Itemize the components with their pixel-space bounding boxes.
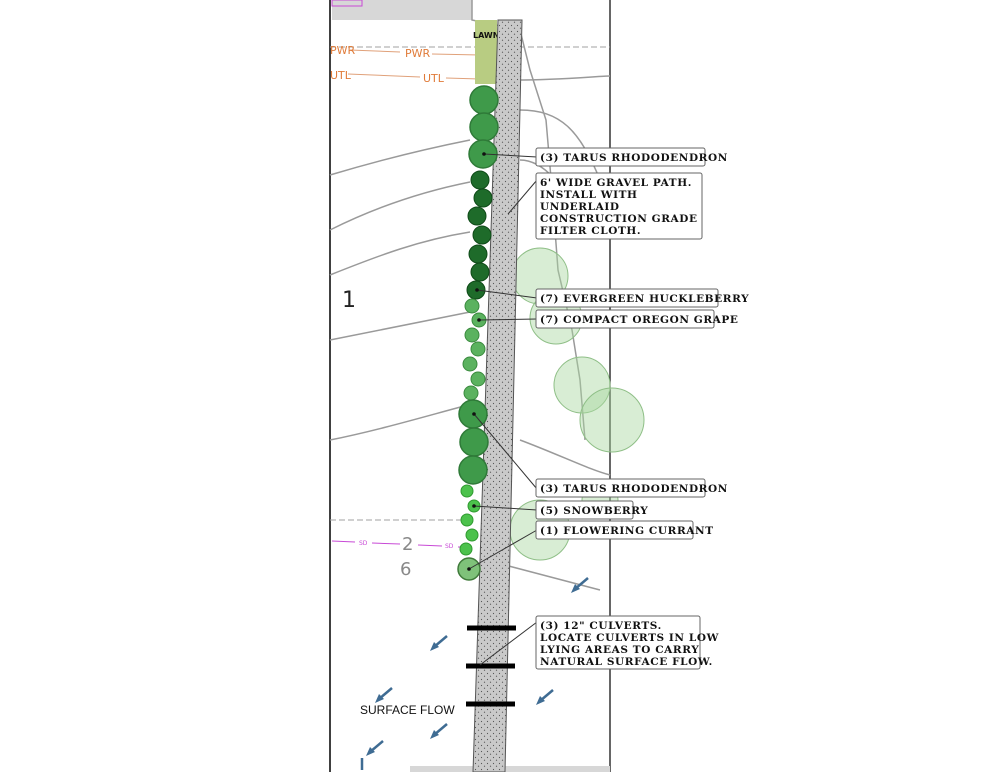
culverts	[466, 625, 516, 707]
power-line	[347, 49, 481, 80]
property-line	[330, 46, 610, 521]
utl-label: UTL	[330, 69, 352, 82]
callout-compact-oregon-grape: (7) COMPACT OREGON GRAPE	[535, 309, 739, 329]
leader-lines	[468, 153, 538, 666]
svg-text:(5) SNOWBERRY: (5) SNOWBERRY	[540, 505, 648, 517]
callout-evergreen-huckleberry: (7) EVERGREEN HUCKLEBERRY	[535, 288, 749, 308]
svg-text:(7) EVERGREEN HUCKLEBERRY: (7) EVERGREEN HUCKLEBERRY	[540, 293, 749, 305]
svg-text:(3) 12" CULVERTS.: (3) 12" CULVERTS.	[540, 620, 662, 632]
svg-text:(3) TARUS RHODODENDRON: (3) TARUS RHODODENDRON	[540, 483, 728, 495]
lawn-area	[475, 20, 497, 84]
svg-text:NATURAL SURFACE FLOW.: NATURAL SURFACE FLOW.	[540, 656, 713, 668]
evergreen-huckleberry	[466, 170, 493, 300]
snowberry	[459, 484, 481, 556]
svg-text:INSTALL WITH: INSTALL WITH	[540, 189, 638, 201]
lot-number-1: 1	[342, 288, 356, 313]
pwr-label: PWR	[405, 47, 431, 60]
leader-dots	[467, 152, 486, 571]
callout-flowering-currant: (1) FLOWERING CURRANT	[535, 520, 714, 540]
svg-text:CONSTRUCTION GRADE: CONSTRUCTION GRADE	[540, 213, 698, 225]
svg-text:(7) COMPACT OREGON GRAPE: (7) COMPACT OREGON GRAPE	[540, 314, 739, 326]
svg-text:UNDERLAID: UNDERLAID	[540, 201, 620, 213]
svg-text:FILTER CLOTH.: FILTER CLOTH.	[540, 225, 641, 237]
gravel-path	[472, 19, 523, 772]
svg-text:6' WIDE GRAVEL PATH.: 6' WIDE GRAVEL PATH.	[540, 177, 692, 189]
svg-text:LOCATE CULVERTS IN LOW: LOCATE CULVERTS IN LOW	[540, 632, 719, 644]
pwr-label: PWR	[330, 44, 356, 57]
svg-text:(3) TARUS RHODODENDRON: (3) TARUS RHODODENDRON	[540, 152, 728, 164]
utl-label: UTL	[423, 72, 445, 85]
sd-label: SD	[359, 540, 368, 547]
svg-text:LYING AREAS TO CARRY: LYING AREAS TO CARRY	[540, 644, 699, 656]
callout-gravel-path: 6' WIDE GRAVEL PATH. INSTALL WITH UNDERL…	[535, 172, 703, 240]
callout-snowberry: (5) SNOWBERRY	[535, 500, 648, 520]
surface-flow-arrows	[360, 577, 589, 770]
callout-tarus-rhododendron-bottom: (3) TARUS RHODODENDRON	[535, 478, 728, 498]
lawn-label: LAWN	[473, 31, 499, 40]
sd-label: SD	[445, 543, 454, 550]
lot-number-6: 6	[400, 559, 411, 580]
callout-tarus-rhododendron-top: (3) TARUS RHODODENDRON	[535, 147, 728, 167]
svg-text:(1) FLOWERING CURRANT: (1) FLOWERING CURRANT	[540, 525, 714, 537]
surface-flow-label: SURFACE FLOW	[360, 703, 455, 717]
callout-culverts: (3) 12" CULVERTS. LOCATE CULVERTS IN LOW…	[535, 615, 719, 670]
compact-oregon-grape	[462, 298, 487, 401]
lot-number-2: 2	[402, 534, 413, 555]
